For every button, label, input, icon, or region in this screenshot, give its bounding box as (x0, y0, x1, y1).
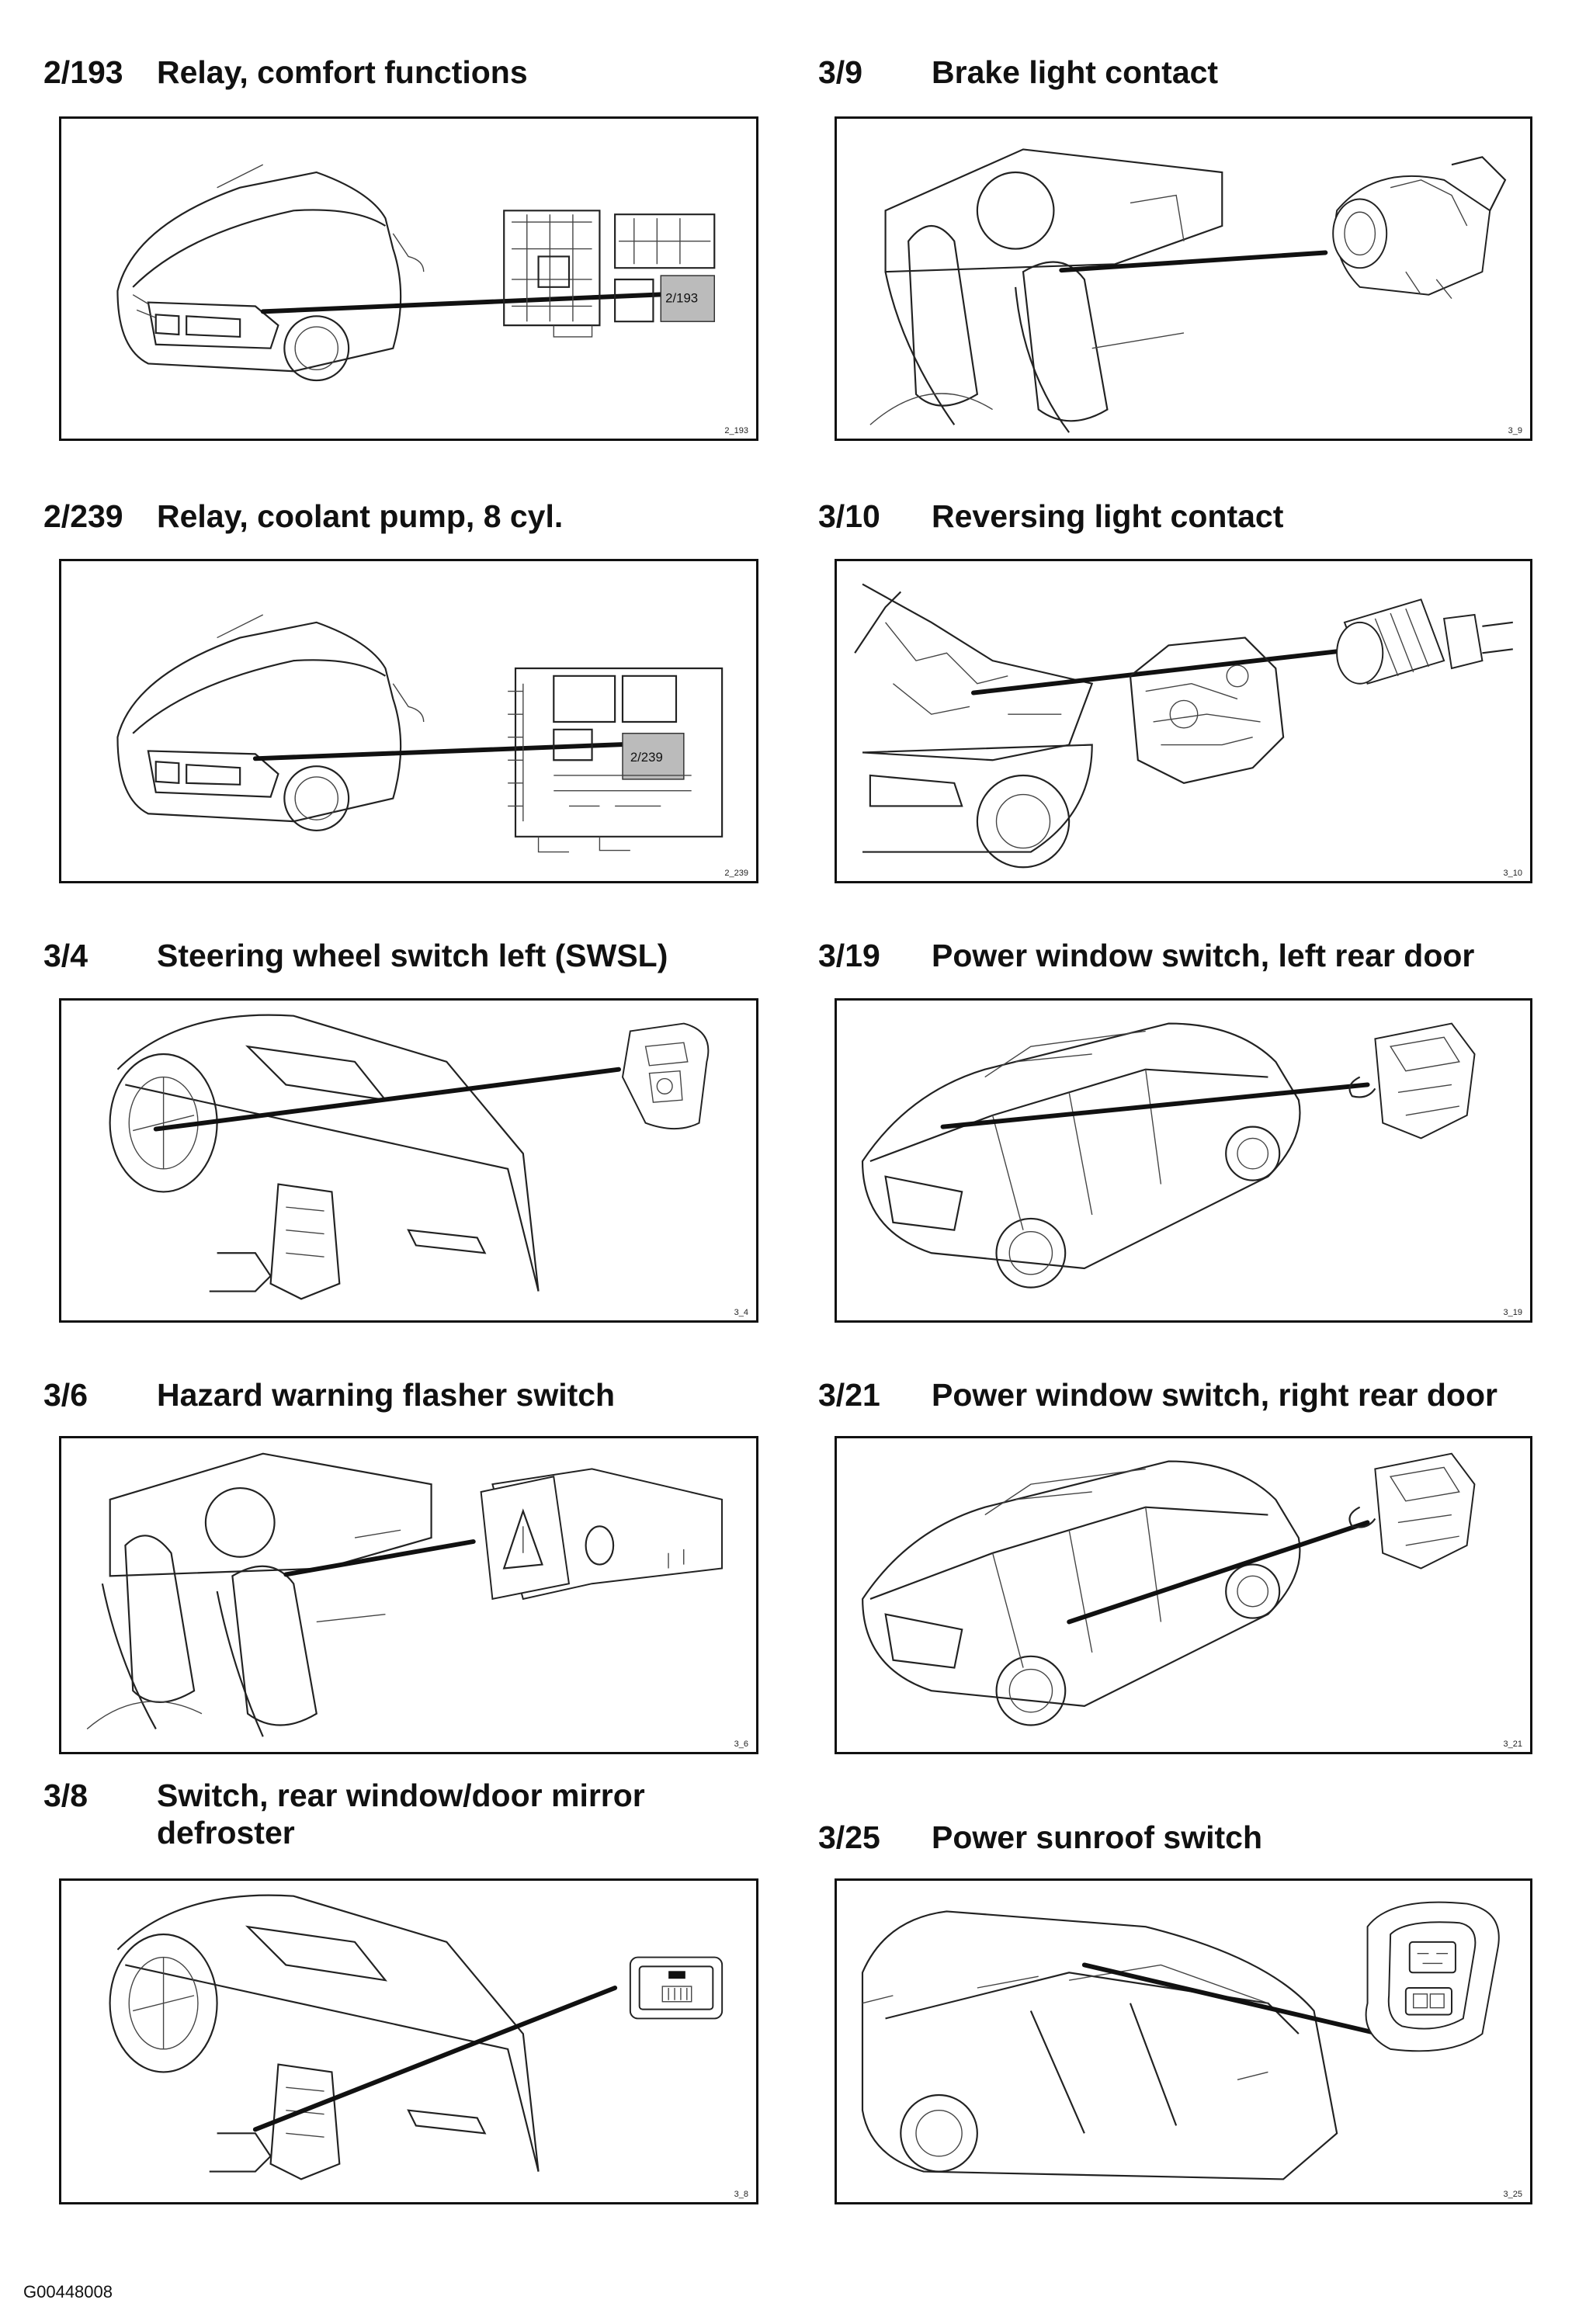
transmission-part (1129, 636, 1285, 784)
illustration-2-239: 2/239 2_239 (59, 559, 758, 883)
heading-3-21: 3/21 Power window switch, right rear doo… (818, 1375, 1571, 1414)
car-rear-right-window-switch-drawing (862, 1452, 1476, 1726)
component-code: 3/19 (818, 938, 880, 973)
heading-2-193: 2/193 Relay, comfort functions (43, 53, 742, 92)
reversing-switch-part (1336, 598, 1513, 685)
fuse-box-diagram: 2/239 (508, 667, 724, 853)
heading-3-8: 3/8 Switch, rear window/door mirror defr… (43, 1776, 742, 1854)
figure-tag: 3_19 (1503, 1308, 1522, 1317)
illustration-3-10: 3_10 (835, 559, 1532, 883)
car-front-relay-drawing: 2/239 (116, 614, 724, 853)
component-title: Reversing light contact (932, 498, 1284, 534)
figure-tag: 2_239 (724, 869, 748, 878)
heading-3-19: 3/19 Power window switch, left rear door (818, 936, 1563, 975)
illustration-3-4: 3_4 (59, 998, 758, 1323)
figure-tag: 3_9 (1508, 426, 1522, 435)
brake-switch-part (1332, 156, 1507, 300)
car-front-relay-drawing: 2/193 (116, 164, 716, 382)
figure-tag: 3_10 (1503, 869, 1522, 878)
component-code: 3/6 (43, 1377, 88, 1413)
component-title: Power window switch, left rear door (932, 938, 1475, 973)
hazard-switch-part (480, 1468, 723, 1601)
defroster-switch-part (629, 1956, 724, 2020)
component-title-line2: defroster (157, 1815, 295, 1851)
heading-3-25: 3/25 Power sunroof switch (818, 1818, 1548, 1857)
relay-label: 2/239 (630, 750, 663, 765)
figure-tag: 3_6 (734, 1740, 748, 1749)
component-code: 3/10 (818, 498, 880, 534)
brake-light-contact-drawing (869, 148, 1507, 433)
figure-tag: 3_4 (734, 1308, 748, 1317)
figure-tag: 3_8 (734, 2190, 748, 2199)
heading-3-6: 3/6 Hazard warning flasher switch (43, 1375, 742, 1414)
hazard-switch-drawing (86, 1452, 723, 1737)
window-switch-part (1348, 1022, 1476, 1139)
component-title: Power window switch, right rear door (932, 1377, 1497, 1413)
heading-3-4: 3/4 Steering wheel switch left (SWSL) (43, 936, 742, 975)
steering-wheel-switch-drawing (109, 1014, 710, 1300)
component-title: Power sunroof switch (932, 1819, 1262, 1855)
component-code: 3/8 (43, 1778, 88, 1813)
illustration-3-9: 3_9 (835, 116, 1532, 441)
steering-switch-part (621, 1022, 710, 1129)
figure-tag: 3_25 (1503, 2190, 1522, 2199)
component-title-line1: Switch, rear window/door mirror (157, 1778, 645, 1813)
illustration-2-193: 2/193 2_193 (59, 116, 758, 441)
heading-3-9: 3/9 Brake light contact (818, 53, 1548, 92)
illustration-3-25: 3_25 (835, 1878, 1532, 2204)
sunroof-switch-part (1365, 1901, 1500, 2052)
component-title: Hazard warning flasher switch (157, 1377, 616, 1413)
reversing-light-contact-drawing (854, 583, 1513, 869)
illustration-3-21: 3_21 (835, 1436, 1532, 1754)
illustration-3-19: 3_19 (835, 998, 1532, 1323)
defroster-switch-drawing (109, 1894, 724, 2180)
illustration-3-6: 3_6 (59, 1436, 758, 1754)
sunroof-switch-drawing (861, 1901, 1500, 2180)
component-title: Relay, comfort functions (157, 54, 528, 90)
component-code: 3/4 (43, 938, 88, 973)
figure-tag: 2_193 (724, 426, 748, 435)
window-switch-part (1348, 1452, 1476, 1570)
fuse-box-diagram: 2/193 (503, 210, 716, 338)
component-title: Brake light contact (932, 54, 1219, 90)
component-title: Relay, coolant pump, 8 cyl. (157, 498, 564, 534)
component-code: 2/239 (43, 498, 123, 534)
figure-tag: 3_21 (1503, 1740, 1522, 1749)
component-code: 3/9 (818, 54, 862, 90)
component-title: Steering wheel switch left (SWSL) (157, 938, 668, 973)
component-code: 2/193 (43, 54, 123, 90)
component-code: 3/25 (818, 1819, 880, 1855)
car-rear-left-window-switch-drawing (861, 1022, 1476, 1289)
figure-id: G00448008 (23, 2282, 113, 2301)
heading-3-10: 3/10 Reversing light contact (818, 497, 1548, 536)
relay-label: 2/193 (665, 291, 698, 306)
component-code: 3/21 (818, 1377, 880, 1413)
illustration-3-8: 3_8 (59, 1878, 758, 2204)
heading-2-239: 2/239 Relay, coolant pump, 8 cyl. (43, 497, 742, 536)
